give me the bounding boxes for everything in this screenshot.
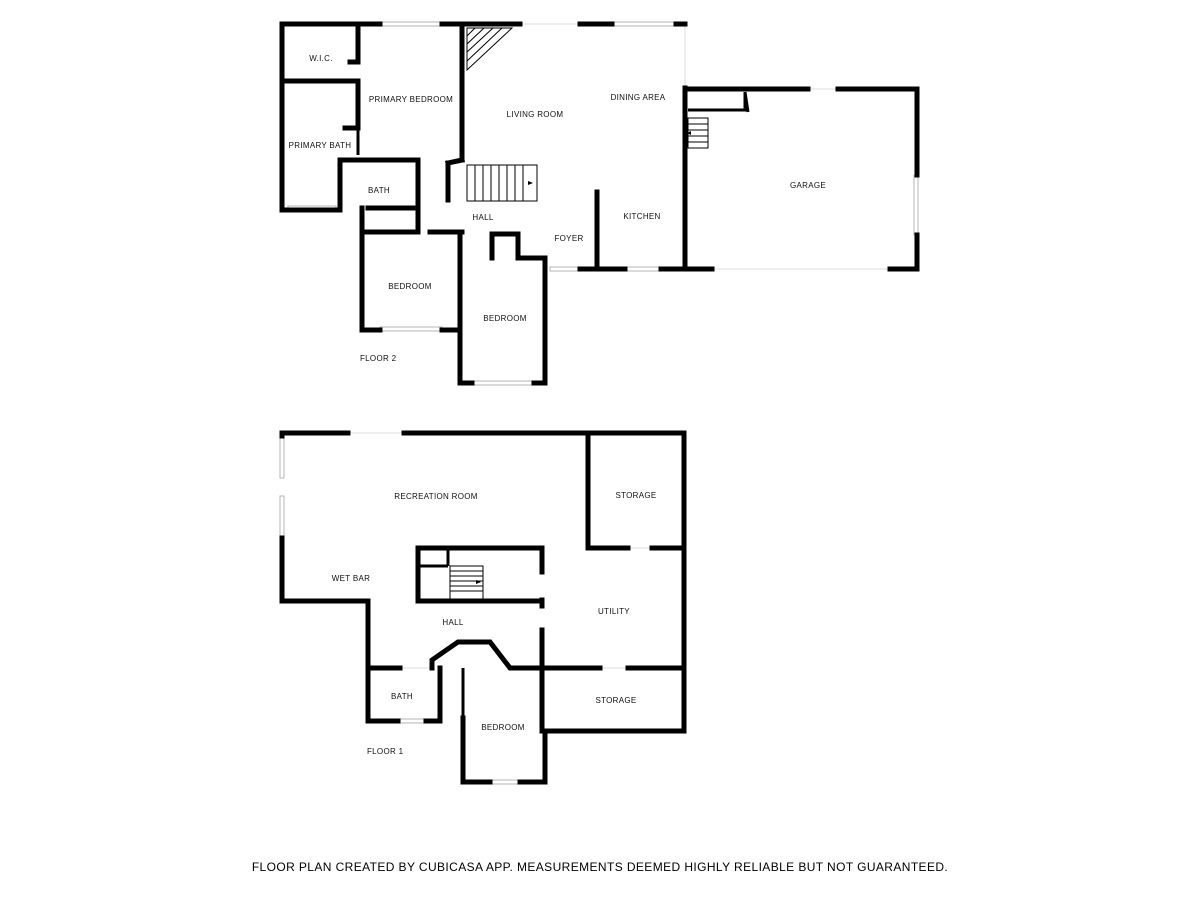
room-label-dining-area: DINING AREA — [611, 93, 666, 102]
disclaimer-footer: FLOOR PLAN CREATED BY CUBICASA APP. MEAS… — [251, 860, 949, 874]
room-label-bedroom-b: BEDROOM — [483, 314, 526, 323]
floor-label-2: FLOOR 2 — [360, 354, 397, 363]
room-label-living-room: LIVING ROOM — [507, 110, 564, 119]
room-label-hall-floor-1: HALL — [442, 618, 463, 627]
room-label-primary-bedroom: PRIMARY BEDROOM — [369, 95, 453, 104]
room-label-wic: W.I.C. — [309, 54, 333, 63]
room-label-bedroom-floor-1: BEDROOM — [481, 723, 524, 732]
floor-1-walls — [279, 430, 687, 785]
room-label-garage: GARAGE — [790, 181, 826, 190]
floor-1-plan: RECREATION ROOM STORAGE WET BAR UTILITY … — [279, 430, 687, 785]
room-label-wet-bar: WET BAR — [332, 574, 370, 583]
room-label-foyer: FOYER — [554, 234, 583, 243]
floor-2-plan: W.I.C. PRIMARY BEDROOM PRIMARY BATH BATH… — [279, 21, 920, 386]
floor-2-stairs — [466, 27, 709, 202]
room-label-primary-bath: PRIMARY BATH — [289, 141, 352, 150]
room-label-recreation-room: RECREATION ROOM — [394, 492, 478, 501]
room-label-bath-floor-1: BATH — [391, 692, 413, 701]
room-label-utility: UTILITY — [598, 607, 630, 616]
room-label-kitchen: KITCHEN — [623, 212, 660, 221]
room-label-hall-floor-2: HALL — [472, 213, 493, 222]
room-label-storage-bottom: STORAGE — [595, 696, 636, 705]
room-label-bath: BATH — [368, 186, 390, 195]
floor-2-walls — [279, 21, 920, 386]
floor-1-stairs — [449, 565, 484, 600]
room-label-storage-top: STORAGE — [615, 491, 656, 500]
floor-1-windows — [279, 432, 652, 785]
floor-label-1: FLOOR 1 — [367, 747, 404, 756]
room-label-bedroom-a: BEDROOM — [388, 282, 431, 291]
